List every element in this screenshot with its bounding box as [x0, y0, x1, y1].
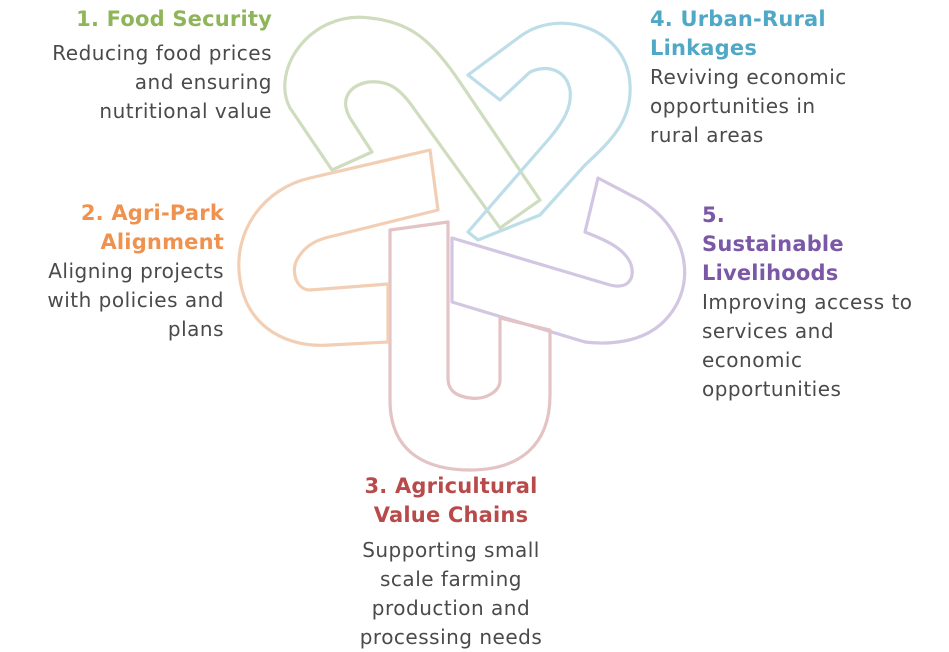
sustainable-livelihoods-link [450, 176, 687, 345]
agri-park-alignment-title: 2. Agri-Park Alignment [80, 201, 224, 254]
urban-rural-link [466, 21, 632, 242]
food-security-link [283, 15, 542, 230]
agricultural-value-chains-title: 3. Agricultural Value Chains [364, 474, 538, 527]
urban-rural-linkages-title: 4. Urban-Rural Linkages [650, 7, 826, 60]
sustainable-livelihoods-block: 5. Sustainable Livelihoods Improving acc… [702, 201, 948, 404]
agri-park-alignment-block: 2. Agri-Park Alignment Aligning projects… [6, 199, 224, 344]
agricultural-value-chains-block: 3. Agricultural Value Chains Supporting … [338, 472, 564, 652]
urban-rural-linkages-description: Reviving economic opportunities in rural… [650, 65, 847, 147]
agricultural-value-chains-description: Supporting small scale farming productio… [359, 538, 543, 649]
food-security-block: 1. Food Security Reducing food prices an… [20, 5, 272, 126]
agri-park-alignment-description: Aligning projects with policies and plan… [47, 259, 224, 341]
agricultural-value-chains-link [388, 220, 552, 472]
food-security-description: Reducing food prices and ensuring nutrit… [52, 41, 272, 123]
sustainable-livelihoods-description: Improving access to services and economi… [702, 290, 913, 401]
urban-rural-linkages-block: 4. Urban-Rural Linkages Reviving economi… [650, 5, 900, 150]
food-security-title: 1. Food Security [76, 7, 272, 31]
sustainable-livelihoods-title: 5. Sustainable Livelihoods [702, 203, 844, 285]
agri-park-alignment-link [237, 148, 440, 347]
